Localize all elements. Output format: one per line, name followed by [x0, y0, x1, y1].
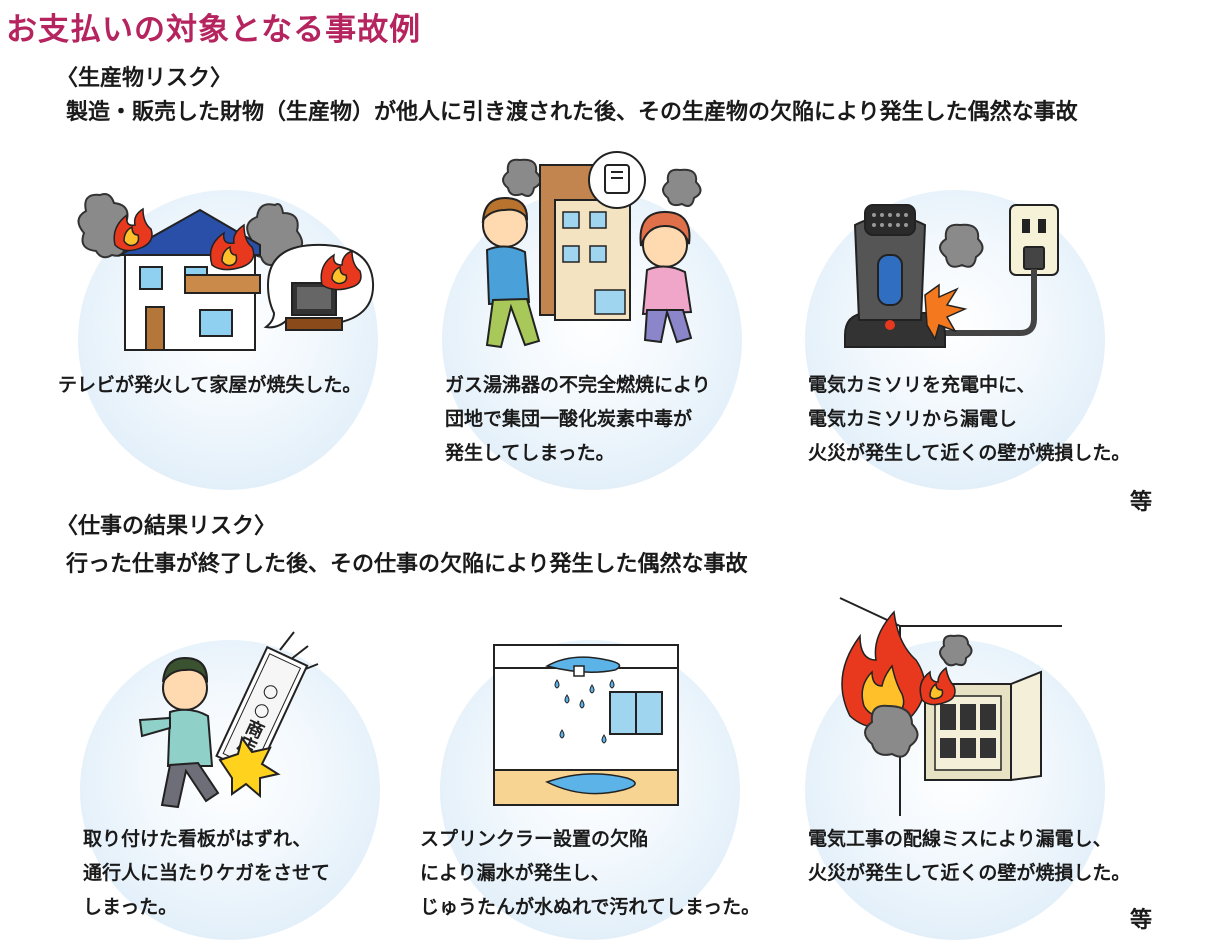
- page-title: お支払いの対象となる事故例: [6, 12, 422, 48]
- sprinkler-leak-illustration: [493, 644, 679, 806]
- person-icon: [639, 210, 693, 344]
- fire-icon: [919, 666, 956, 706]
- etc-mark: 等: [1130, 908, 1153, 933]
- fire-icon: [113, 207, 255, 271]
- falling-sign-illustration: ○○商店: [138, 631, 319, 809]
- house-fire-tv-illustration: [77, 193, 375, 351]
- example-caption-falling-sign: 取り付けた看板がはずれ、 通行人に当たりケガをさせて しまった。: [83, 828, 331, 918]
- example-caption-electric-shaver: 電気カミソリを充電中に、 電気カミソリから漏電し 火災が発生して近くの壁が焼損し…: [808, 374, 1131, 464]
- gas-heater-co-poisoning-illustration: [481, 151, 702, 349]
- example-background-circle: [80, 640, 380, 940]
- smoke-icon: [864, 634, 973, 758]
- person-icon: [481, 196, 541, 349]
- person-icon: [138, 656, 220, 809]
- section-heading-work-result-risk: 〈仕事の結果リスク〉: [56, 514, 277, 539]
- example-caption-electrical-wiring: 電気工事の配線ミスにより漏電し、 火災が発生して近くの壁が焼損した。: [808, 828, 1131, 884]
- etc-mark: 等: [1130, 490, 1153, 515]
- electric-shaver-fire-illustration: [844, 204, 1059, 348]
- spark-icon: [924, 283, 968, 341]
- example-caption-sprinkler-leak: スプリンクラー設置の欠陥 により漏水が発生し、 じゅうたんが水ぬれで汚れてしまっ…: [420, 828, 761, 918]
- smoke-icon: [939, 223, 984, 268]
- water-drop-icon: [554, 679, 615, 744]
- example-caption-tv-fire: テレビが発火して家屋が焼失した。: [58, 374, 362, 396]
- section-description-product-risk: 製造・販売した財物（生産物）が他人に引き渡された後、その生産物の欠陥により発生し…: [66, 100, 1078, 125]
- example-caption-gas-heater: ガス湯沸器の不完全燃焼により 団地で集団一酸化炭素中毒が 発生してしまった。: [445, 374, 711, 464]
- fire-icon: [320, 249, 362, 291]
- impact-icon: [218, 735, 281, 799]
- section-description-work-result-risk: 行った仕事が終了した後、その仕事の欠陥により発生した偶然な事故: [66, 552, 748, 577]
- electrical-panel-fire-illustration: [839, 597, 1062, 816]
- section-heading-product-risk: 〈生産物リスク〉: [56, 66, 233, 91]
